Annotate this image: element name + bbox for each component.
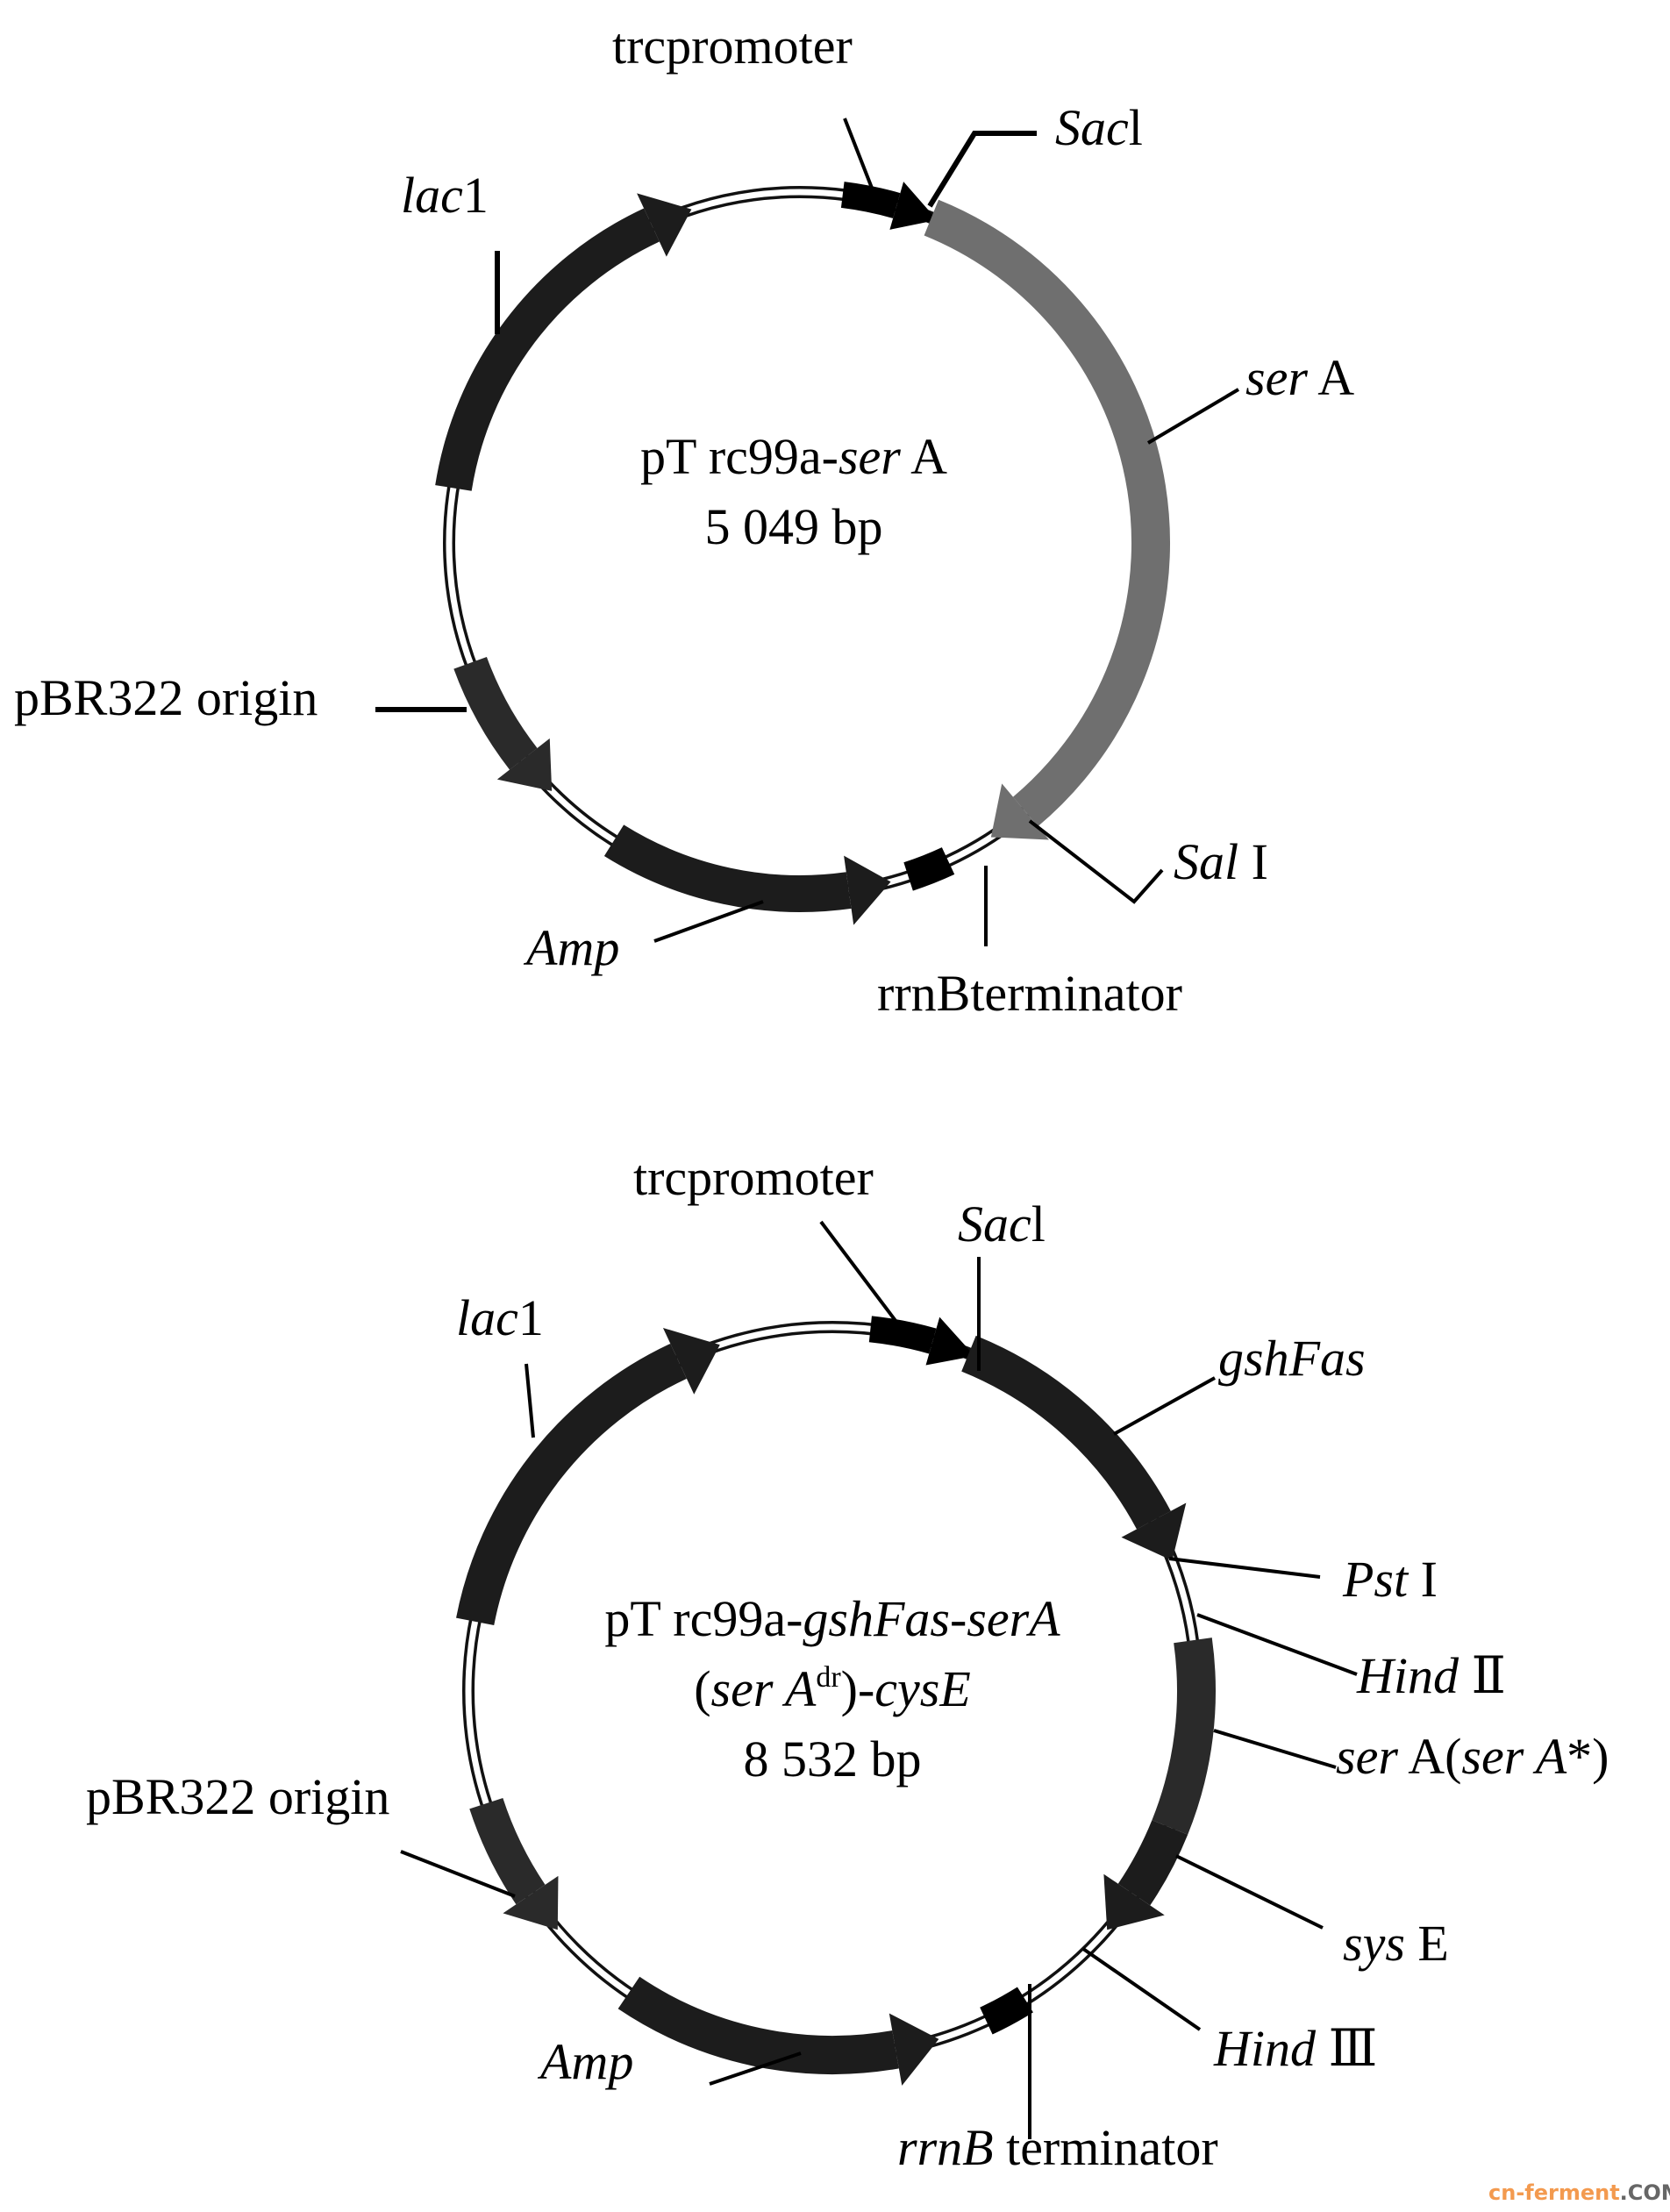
plasmid-name-line1: pT rc99a-gshFas-serA — [604, 1590, 1060, 1647]
gshFas-gene-segment-arrowhead — [1121, 1502, 1187, 1561]
lacI-gene-segment — [456, 1343, 687, 1626]
amp-gene-segment-arrowhead — [889, 2013, 939, 2086]
plasmid-map-pTrc99a-serA: trcpromoter Sacl lac1 ser A pBR322 origi… — [14, 18, 1354, 1022]
watermark-main: cn-ferment — [1488, 2180, 1620, 2205]
label-pbr322-origin: pBR322 origin — [14, 669, 318, 726]
label-sysE: sys E — [1343, 1915, 1449, 1972]
label-lacI: lac1 — [401, 167, 489, 224]
leader-line-serA — [1213, 1729, 1337, 1769]
cysE-gene-segment — [1117, 1819, 1188, 1906]
leader-line-pstI — [1168, 1557, 1321, 1579]
leader-line-sysE — [1175, 1854, 1324, 1930]
amp-gene-segment — [617, 1976, 899, 2074]
leader-line-gshFas — [1113, 1376, 1216, 1436]
lacI-gene-segment — [435, 208, 660, 491]
plasmid-name-line2: (ser Adr)-cysE — [694, 1660, 971, 1717]
label-hindII: Hind Ⅱ — [1356, 1647, 1506, 1704]
serA-gene-segment — [924, 199, 1170, 827]
rrnB-terminator-segment — [980, 1987, 1033, 2035]
leader-line-serA — [1146, 388, 1240, 445]
label-pstI: Pst I — [1342, 1551, 1438, 1608]
plasmid-size: 5 049 bp — [705, 498, 883, 555]
label-gshFas: gshFas — [1218, 1330, 1366, 1387]
lacI-gene-segment-arrowhead — [662, 1327, 720, 1395]
label-trc-promoter: trcpromoter — [612, 18, 853, 75]
leader-line-trc — [819, 1220, 914, 1345]
leader-line-pbr — [400, 1850, 516, 1898]
label-sacI: Sacl — [1055, 99, 1143, 156]
label-amp: Amp — [523, 919, 619, 976]
pbr322-origin-segment-arrowhead — [503, 1875, 559, 1930]
leader-line-amp — [709, 2051, 802, 2086]
label-rrnB-terminator: rrnB terminator — [897, 2119, 1218, 2176]
label-amp: Amp — [537, 2033, 633, 2090]
leader-line-hindII — [1196, 1613, 1358, 1676]
plasmid-map-pTrc99a-gshFas-serA-cysE: trcpromoter Sacl lac1 gshFas Pst I Hind … — [86, 1149, 1609, 2176]
trc-promoter-segment-arrowhead — [889, 182, 938, 230]
trc-promoter-segment-arrowhead — [925, 1316, 975, 1366]
label-sacI: Sacl — [958, 1195, 1046, 1252]
gshFas-gene-segment — [961, 1335, 1171, 1530]
leader-line-lacI — [525, 1363, 535, 1438]
leader-line-trc — [843, 118, 876, 196]
leader-line-sacI — [927, 131, 1037, 208]
leader-line-amp — [653, 900, 764, 943]
watermark: cn-ferment.COM — [1488, 2180, 1670, 2205]
watermark-tld: .COM — [1620, 2180, 1670, 2205]
leader-line-hindIII — [1081, 1947, 1202, 2031]
serA-gene-segment — [1152, 1638, 1216, 1835]
label-rrnB-terminator: rrnBterminator — [877, 965, 1182, 1022]
amp-gene-segment — [603, 824, 852, 912]
label-serA: ser A — [1245, 349, 1354, 406]
trc-promoter-segment — [868, 1316, 937, 1354]
label-hindIII: Hind Ⅲ — [1213, 2020, 1377, 2077]
cysE-gene-segment-arrowhead — [1103, 1873, 1165, 1930]
label-lacI: lac1 — [456, 1289, 544, 1346]
rrnB-terminator-segment — [903, 847, 955, 891]
plasmid-size: 8 532 bp — [744, 1730, 922, 1787]
amp-gene-segment-arrowhead — [844, 855, 891, 925]
trc-promoter-segment — [840, 182, 901, 218]
leader-line-salI — [1028, 819, 1164, 904]
pbr322-origin-segment — [453, 656, 538, 770]
plasmid-name: pT rc99a-ser A — [640, 428, 947, 485]
label-trc-promoter: trcpromoter — [633, 1149, 874, 1206]
label-serA-serA-star: ser A(ser A*) — [1336, 1728, 1609, 1785]
pbr322-origin-segment-arrowhead — [496, 738, 553, 791]
pbr322-origin-segment — [469, 1797, 546, 1905]
label-pbr322-origin: pBR322 origin — [86, 1768, 389, 1825]
lacI-gene-segment-arrowhead — [637, 193, 692, 257]
label-salI: Sal I — [1174, 833, 1268, 890]
